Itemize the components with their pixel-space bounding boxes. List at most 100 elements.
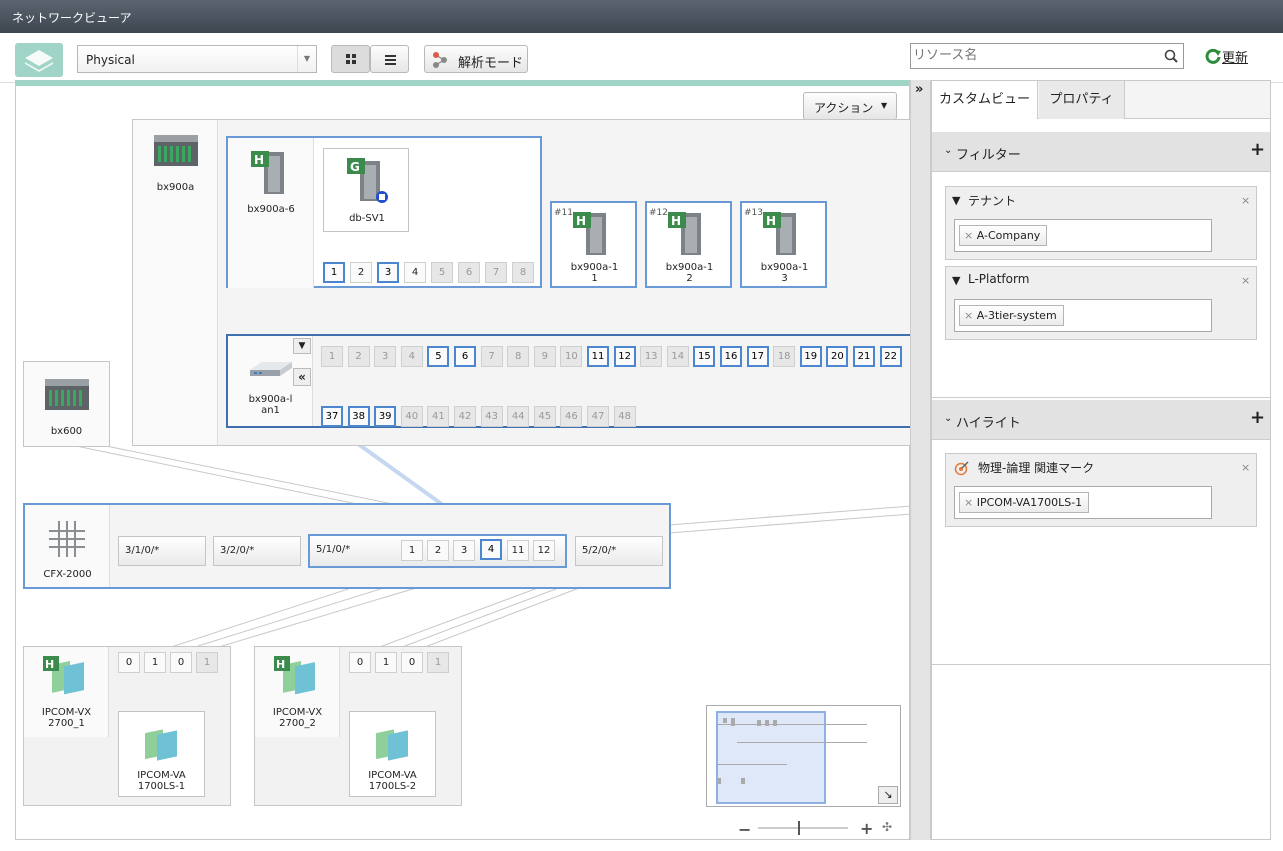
port[interactable]: 7 (480, 346, 503, 367)
zoom-slider-track[interactable] (758, 821, 848, 835)
cfx-interface[interactable]: 3/1/0/* (118, 536, 206, 566)
zoom-out-button[interactable]: − (738, 820, 752, 839)
port[interactable]: 44 (507, 406, 530, 427)
port[interactable]: 2 (427, 540, 449, 561)
port[interactable]: 2 (347, 346, 370, 367)
tag-container[interactable]: × A-Company (954, 219, 1212, 252)
filter-tenant-card[interactable]: ▼ テナント × × A-Company (945, 186, 1257, 260)
vm-db-sv1[interactable]: G db-SV1 (323, 148, 409, 232)
port[interactable]: 19 (799, 346, 822, 367)
port[interactable]: 4 (480, 539, 502, 560)
cfx-interface-expanded[interactable]: 5/1/0/* 1 2 3 4 11 12 (308, 534, 567, 568)
port[interactable]: 18 (773, 346, 796, 367)
port[interactable]: 37 (321, 406, 343, 427)
port[interactable]: 3 (374, 346, 397, 367)
port[interactable]: 22 (879, 346, 902, 367)
search-input[interactable] (911, 44, 1155, 66)
highlight-section-header[interactable]: ⌄ ハイライト + (932, 400, 1270, 440)
action-button[interactable]: アクション ▼ (803, 92, 897, 120)
port[interactable]: 48 (613, 406, 636, 427)
port[interactable]: 14 (666, 346, 689, 367)
port[interactable]: 11 (507, 540, 529, 561)
port[interactable]: 5 (431, 262, 453, 283)
add-filter-icon[interactable]: + (1250, 139, 1266, 160)
close-icon[interactable]: × (1241, 274, 1251, 287)
analysis-mode-button[interactable]: 解析モード (424, 45, 528, 73)
port[interactable]: 42 (454, 406, 476, 427)
search-box[interactable] (910, 43, 1184, 69)
close-icon[interactable]: × (1241, 461, 1251, 474)
port[interactable]: 6 (454, 346, 476, 367)
panel-collapse-strip[interactable]: » (910, 80, 931, 840)
port[interactable]: 1 (427, 652, 449, 673)
minimap[interactable]: ↘ (706, 705, 901, 807)
minimap-toggle-button[interactable]: ↘ (878, 786, 898, 804)
port[interactable]: 1 (375, 652, 397, 673)
cfx-interface[interactable]: 3/2/0/* (213, 536, 301, 566)
tab-properties[interactable]: プロパティ (1039, 81, 1125, 119)
tag-container[interactable]: × IPCOM-VA1700LS-1 (954, 486, 1212, 519)
search-icon[interactable] (1164, 49, 1178, 63)
port[interactable]: 3 (453, 540, 475, 561)
tag-remove-icon[interactable]: × (964, 229, 974, 242)
port[interactable]: 43 (480, 406, 503, 427)
port[interactable]: 4 (400, 346, 423, 367)
view-select[interactable]: Physical ▼ (77, 45, 317, 73)
port[interactable]: 5 (427, 346, 450, 367)
port[interactable]: 20 (826, 346, 849, 367)
port[interactable]: 4 (404, 262, 426, 283)
port[interactable]: 1 (323, 262, 345, 283)
filter-section-header[interactable]: ⌄ フィルター + (932, 132, 1270, 172)
minimap-viewport[interactable] (716, 711, 826, 804)
port[interactable]: 1 (144, 652, 166, 673)
close-icon[interactable]: × (1241, 194, 1251, 207)
port[interactable]: 38 (347, 406, 370, 427)
grid-view-button[interactable] (331, 45, 370, 73)
tag-container[interactable]: × A-3tier-system (954, 299, 1212, 332)
port[interactable]: 8 (512, 262, 534, 283)
port[interactable]: 21 (853, 346, 875, 367)
list-view-button[interactable] (370, 45, 409, 73)
port[interactable]: 40 (400, 406, 423, 427)
port[interactable]: 0 (349, 652, 371, 673)
port[interactable]: 8 (507, 346, 530, 367)
blade-server-6[interactable]: #6 H bx900a-6 G db-SV1 1 2 3 4 5 6 7 8 (226, 136, 542, 288)
port[interactable]: 0 (118, 652, 140, 673)
port[interactable]: 16 (720, 346, 742, 367)
tag-remove-icon[interactable]: × (964, 309, 974, 322)
port[interactable]: 41 (427, 406, 450, 427)
cfx-2000-fabric[interactable]: CFX-2000 3/1/0/* 3/2/0/* 5/1/0/* 1 2 3 4… (23, 503, 671, 589)
port[interactable]: 7 (485, 262, 507, 283)
port[interactable]: 0 (401, 652, 423, 673)
port[interactable]: 11 (587, 346, 609, 367)
expand-down-button[interactable]: ▼ (293, 338, 311, 354)
refresh-button[interactable]: 更新 (1202, 45, 1262, 67)
port[interactable]: 9 (533, 346, 556, 367)
port[interactable]: 2 (350, 262, 372, 283)
port[interactable]: 12 (613, 346, 636, 367)
zoom-slider-handle[interactable] (797, 821, 800, 835)
collapse-left-button[interactable]: « (293, 368, 311, 386)
add-highlight-icon[interactable]: + (1250, 407, 1266, 428)
chassis-bx600[interactable]: bx600 (23, 361, 110, 447)
port[interactable]: 1 (196, 652, 218, 673)
tag-remove-icon[interactable]: × (964, 496, 974, 509)
zoom-in-button[interactable]: + (860, 819, 874, 838)
topology-canvas[interactable]: アクション ▼ bx900a #6 H bx900a-6 G db-SV1 1 … (15, 80, 912, 840)
layer-icon[interactable] (15, 43, 63, 77)
port[interactable]: 45 (533, 406, 556, 427)
port[interactable]: 13 (640, 346, 663, 367)
port[interactable]: 15 (693, 346, 716, 367)
port[interactable]: 39 (374, 406, 397, 427)
tab-custom-view[interactable]: カスタムビュー (932, 81, 1038, 119)
port[interactable]: 47 (587, 406, 609, 427)
fit-view-icon[interactable]: ✣ (882, 820, 893, 834)
port[interactable]: 10 (560, 346, 583, 367)
